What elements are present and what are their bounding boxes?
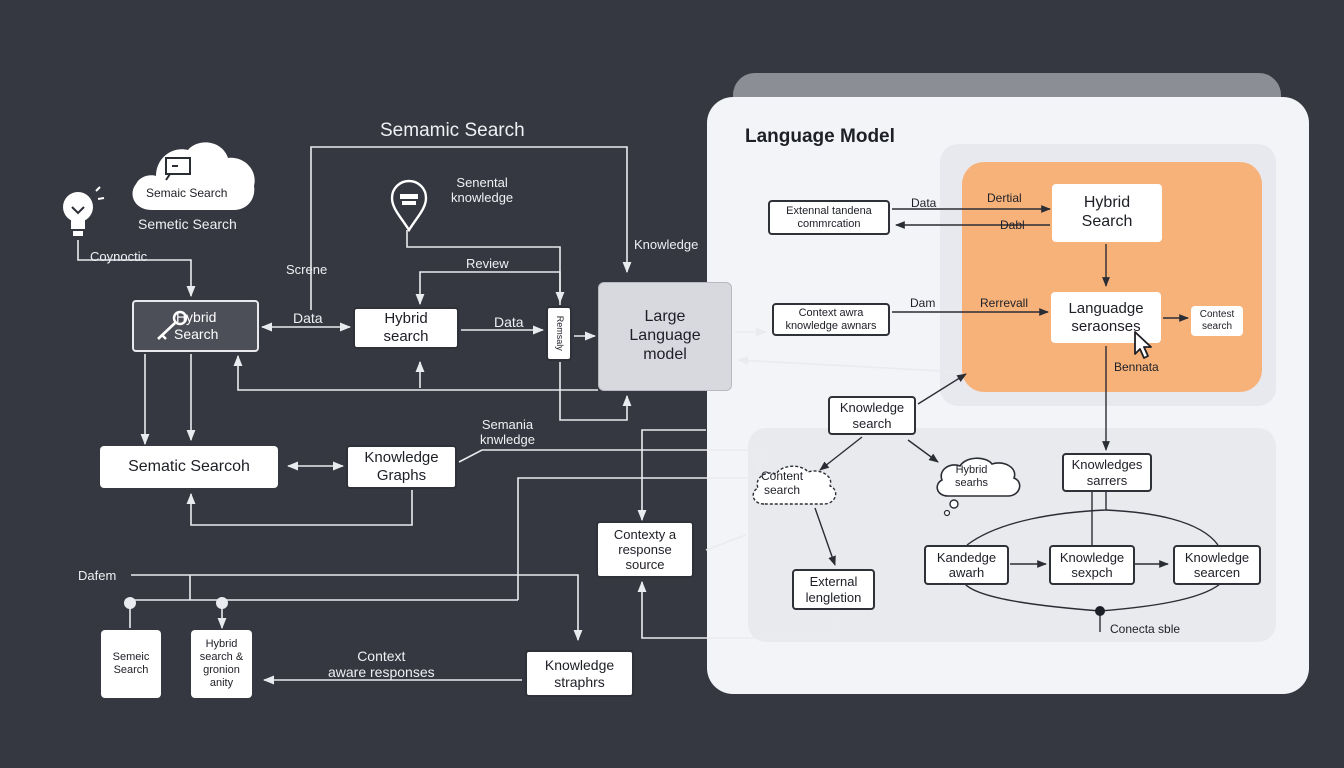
- semantic-knowledge-label-2: Semania knwledge: [480, 417, 535, 447]
- semantic-knowledge-label: Senental knowledge: [451, 175, 514, 205]
- dabl-label: Dabl: [1000, 218, 1025, 232]
- knowledge-graphs-label: Knowledge Graphs: [364, 449, 439, 484]
- cloud-label: Semaic Search: [146, 186, 228, 200]
- location-pin-icon: [390, 179, 428, 232]
- semeic-search-node[interactable]: Semeic Search: [101, 630, 161, 698]
- knowledge-straphrs-label: Knowledge straphrs: [544, 656, 615, 690]
- knowledge-search-label: Knowledge search: [839, 400, 905, 431]
- hybrid-gronion-node[interactable]: Hybrid search & gronion anity: [191, 630, 252, 698]
- data-label-b: Dam: [910, 296, 936, 310]
- external-lengletion-label: External lengletion: [805, 574, 862, 605]
- key-icon: [157, 310, 188, 340]
- lightbulb-icon: [63, 186, 105, 236]
- knowledge-searcen-label: Knowledge searcen: [1184, 549, 1250, 580]
- cloud-caption: Semetic Search: [138, 216, 237, 232]
- semantic-search-node-label: Sematic Searcoh: [128, 457, 250, 475]
- kandedge-awarh-node[interactable]: Kandedge awarh: [924, 545, 1009, 585]
- hybrid-cloud-label: Hybrid searhs: [955, 464, 989, 489]
- external-communication-label: Extennal tandena commrcation: [786, 204, 872, 230]
- data-label-left: Data: [293, 310, 323, 326]
- context-aware-knowledge-node[interactable]: Context awra knowledge awnars: [772, 303, 890, 336]
- language-responses-node[interactable]: Languadge seraonses: [1051, 292, 1161, 343]
- cursor-icon: [1134, 331, 1152, 359]
- knowledge-graphs-node[interactable]: Knowledge Graphs: [346, 445, 457, 489]
- hybrid-thought-cloud-icon: [936, 457, 1021, 517]
- external-communication-node[interactable]: Extennal tandena commrcation: [768, 200, 890, 235]
- knowledge-search-node[interactable]: Knowledge search: [828, 396, 916, 435]
- context-response-source-label: Contexty a response source: [613, 526, 677, 573]
- review-label: Review: [466, 256, 509, 271]
- hybrid-search-dark-node[interactable]: Hybrid Search: [132, 300, 259, 352]
- language-responses-label: Languadge seraonses: [1068, 299, 1144, 335]
- kandedge-awarh-label: Kandedge awarh: [936, 549, 997, 580]
- hybrid-search-label: Hybrid search: [383, 310, 429, 345]
- large-language-model-node[interactable]: Large Language model: [598, 282, 732, 391]
- external-lengletion-node[interactable]: External lengletion: [792, 569, 875, 610]
- data-label-a: Data: [911, 196, 937, 210]
- dafem-label: Dafem: [78, 568, 117, 583]
- hybrid-search-node[interactable]: Hybrid search: [353, 307, 459, 349]
- hybrid-search-panel-label: Hybrid Search: [1081, 194, 1133, 230]
- screne-label: Screne: [286, 262, 328, 277]
- semantic-search-title: Semamic Search: [380, 120, 525, 141]
- knowledges-sarrers-node[interactable]: Knowledges sarrers: [1062, 453, 1152, 492]
- knowledge-straphrs-node[interactable]: Knowledge straphrs: [525, 650, 634, 697]
- vertical-node[interactable]: Remsaly: [546, 306, 572, 361]
- context-aware-label: Context aware responses: [328, 648, 435, 681]
- thought-cloud-icon: [752, 465, 837, 505]
- semantic-search-node[interactable]: Sematic Searcoh: [100, 446, 278, 488]
- hybrid-search-panel-node[interactable]: Hybrid Search: [1052, 184, 1162, 242]
- context-search-label: Contest search: [1199, 309, 1235, 332]
- knowledge-sexpch-label: Knowledge sexpch: [1059, 549, 1125, 580]
- knowledge-top-label: Knowledge: [634, 237, 699, 252]
- context-response-source-node[interactable]: Contexty a response source: [596, 521, 694, 578]
- conecta-label: Conecta sble: [1110, 622, 1181, 636]
- vertical-node-label: Remsaly: [554, 315, 565, 351]
- hybrid-gronion-label: Hybrid search & gronion anity: [199, 638, 244, 689]
- content-search-label: Content search: [761, 469, 804, 497]
- lightbulb-label: Coynoctic: [90, 249, 148, 264]
- context-search-node[interactable]: Contest search: [1191, 306, 1243, 336]
- large-language-model-label: Large Language model: [629, 308, 701, 363]
- language-model-title: Language Model: [745, 126, 895, 147]
- semeic-search-label: Semeic Search: [112, 651, 150, 676]
- context-aware-knowledge-label: Context awra knowledge awnars: [785, 306, 877, 332]
- cloud-icon: [132, 142, 255, 210]
- data-label-right: Data: [494, 314, 524, 330]
- dertial-label: Dertial: [987, 191, 1022, 205]
- knowledges-sarrers-label: Knowledges sarrers: [1071, 457, 1143, 488]
- bennata-label: Bennata: [1114, 360, 1159, 374]
- retrieval-label: Rerrevall: [980, 296, 1029, 310]
- knowledge-sexpch-node[interactable]: Knowledge sexpch: [1049, 545, 1135, 585]
- knowledge-searcen-node[interactable]: Knowledge searcen: [1173, 545, 1261, 585]
